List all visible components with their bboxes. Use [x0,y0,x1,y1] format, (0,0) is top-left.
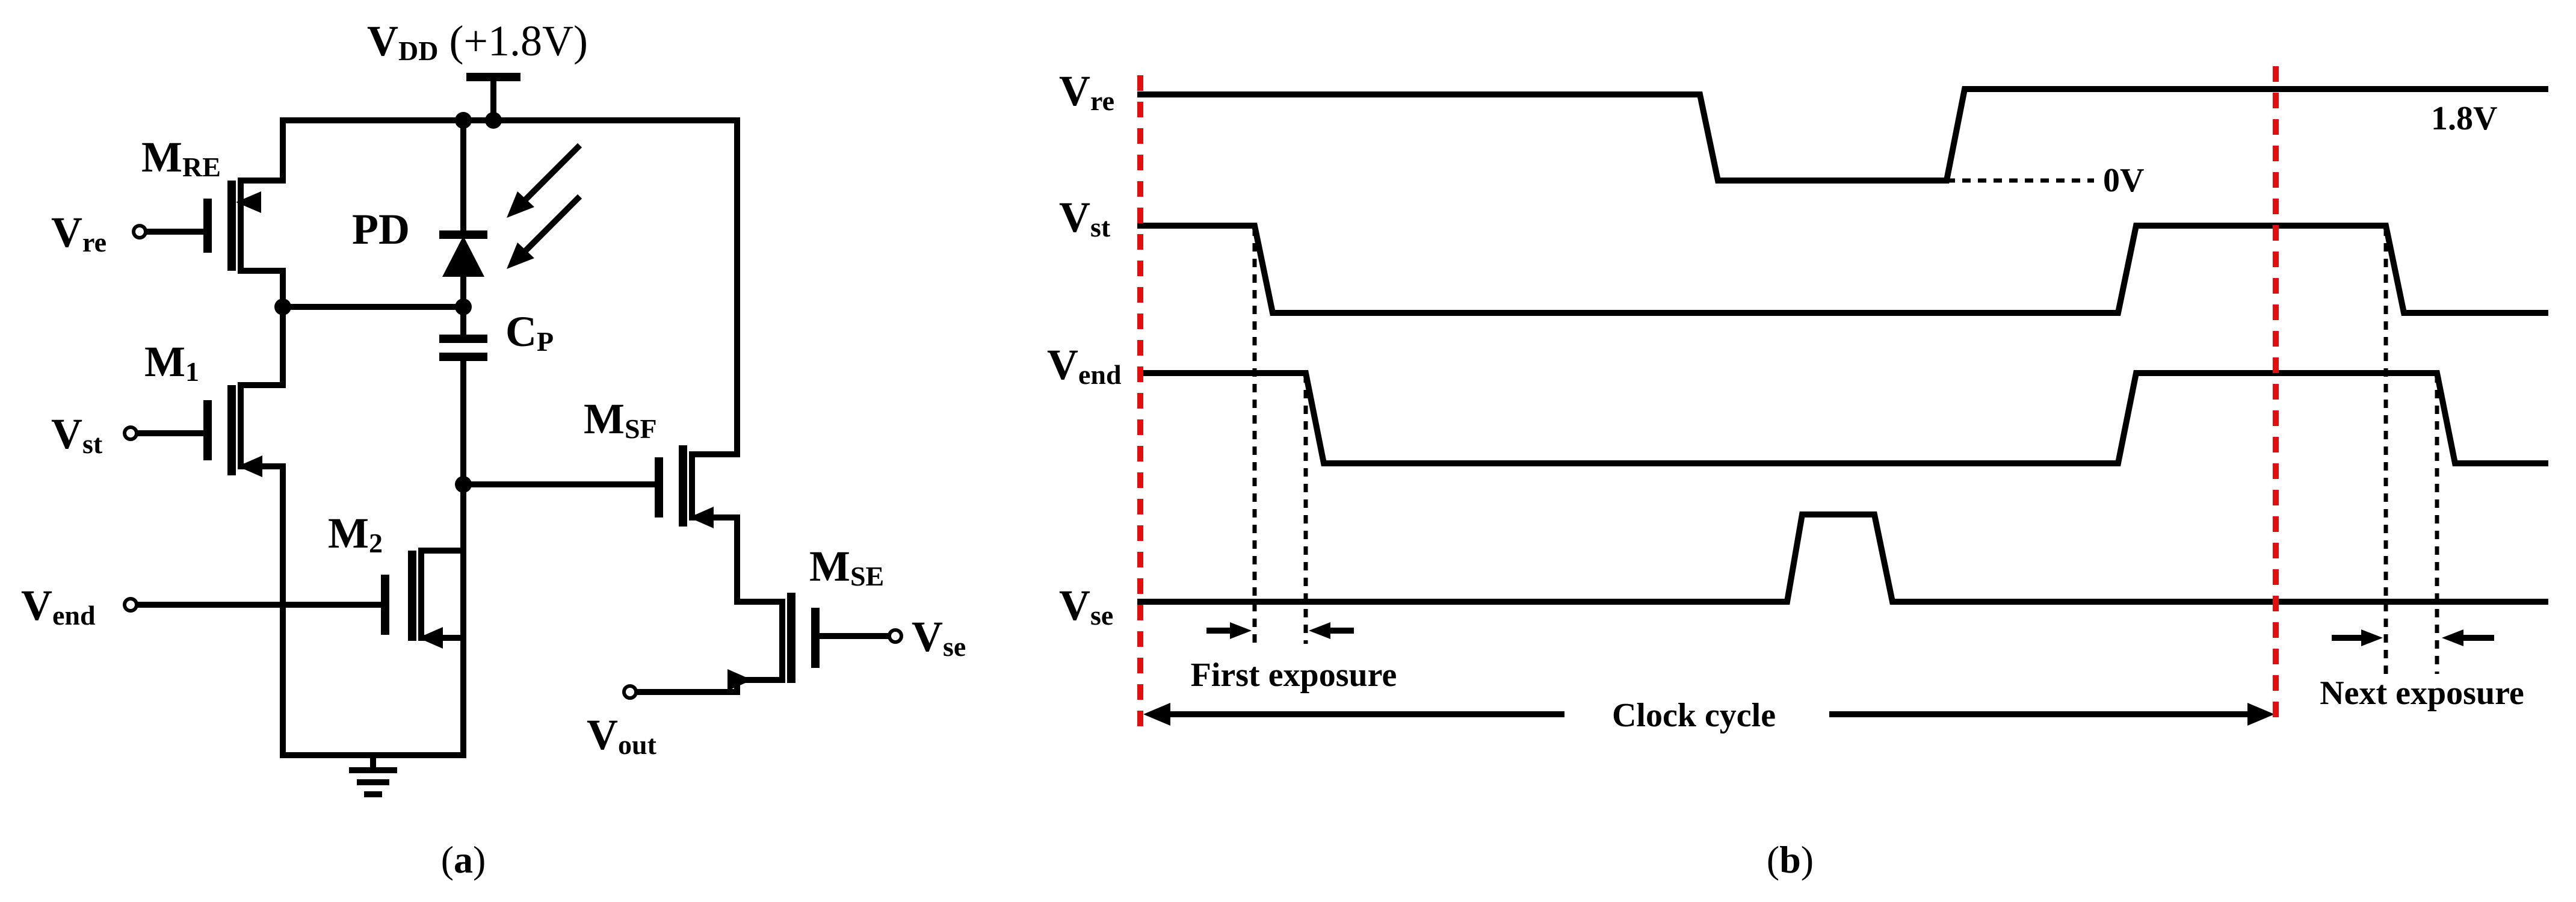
arrow-left-icon [2442,629,2463,646]
clock-cycle-label: Clock cycle [1612,697,1776,734]
m-se-drain-wire [734,599,785,683]
arrow-left-icon [1309,622,1330,639]
light-arrow-icon [507,242,534,269]
waveform-v-end [1137,370,2548,466]
waveform-v-st [1137,223,2548,316]
v-out-terminal[interactable] [622,684,638,700]
m-2-arrow [418,627,443,649]
next-exposure-label: Next exposure [2320,675,2524,712]
waveform-v-re [1137,86,2548,184]
v-re-label: Vre [51,208,107,258]
m-re-arrow [236,191,261,213]
signal-label-v-end: Vend [1047,341,1122,390]
arrow-left-icon [1143,703,1170,726]
photodiode-symbol [442,236,484,277]
m-sf-channel [689,117,740,605]
m-re-channel [238,117,286,310]
m-1-label: M1 [144,338,199,387]
m-re-label: MRE [141,133,221,182]
pd-label: PD [352,205,410,253]
light-arrow-icon [507,191,534,218]
m-se-label: MSE [809,542,884,592]
v-end-label: Vend [21,581,96,631]
v-st-label: Vst [51,410,103,459]
low-level-label: 0V [2103,162,2144,199]
cp-label: CP [505,307,554,357]
caption-b: (b) [1767,838,1814,881]
m-1-channel [238,304,286,758]
v-se-label: Vse [912,613,966,662]
arrow-right-icon [2247,703,2275,726]
signal-label-v-re: Vre [1059,67,1114,116]
m-1-arrow [238,456,262,477]
v-end-terminal[interactable] [123,597,138,613]
v-st-terminal[interactable] [123,425,138,441]
m-se-arrow [727,669,752,691]
ground-icon [349,767,397,797]
signal-label-v-se: Vse [1059,581,1113,631]
junction-dot [485,112,502,129]
m-sf-arrow [689,507,714,528]
high-level-label: 1.8V [2431,100,2497,137]
light-ray [513,143,582,212]
m-2-label: M2 [328,509,383,558]
v-out-wire [632,677,785,695]
v-re-terminal[interactable] [132,224,147,239]
signal-label-v-st: Vst [1059,193,1111,242]
circuit-diagram: VDD (+1.8V) MRE Vre M1 Vst PD [21,17,966,881]
junction-dot [455,476,472,493]
first-exposure-label: First exposure [1191,656,1397,694]
v-out-label: Vout [587,711,657,760]
vdd-label: VDD (+1.8V) [367,17,588,66]
waveform-v-se [1137,511,2548,605]
m-2-channel [418,548,466,758]
timing-diagram: Vre Vst Vend Vse 0V 1.8V First exposure … [1047,66,2548,881]
light-ray [513,194,582,264]
caption-a: (a) [441,838,486,881]
arrow-right-icon [2361,629,2383,646]
v-se-terminal[interactable] [888,628,903,644]
arrow-right-icon [1230,622,1252,639]
m-sf-label: MSF [584,395,657,444]
